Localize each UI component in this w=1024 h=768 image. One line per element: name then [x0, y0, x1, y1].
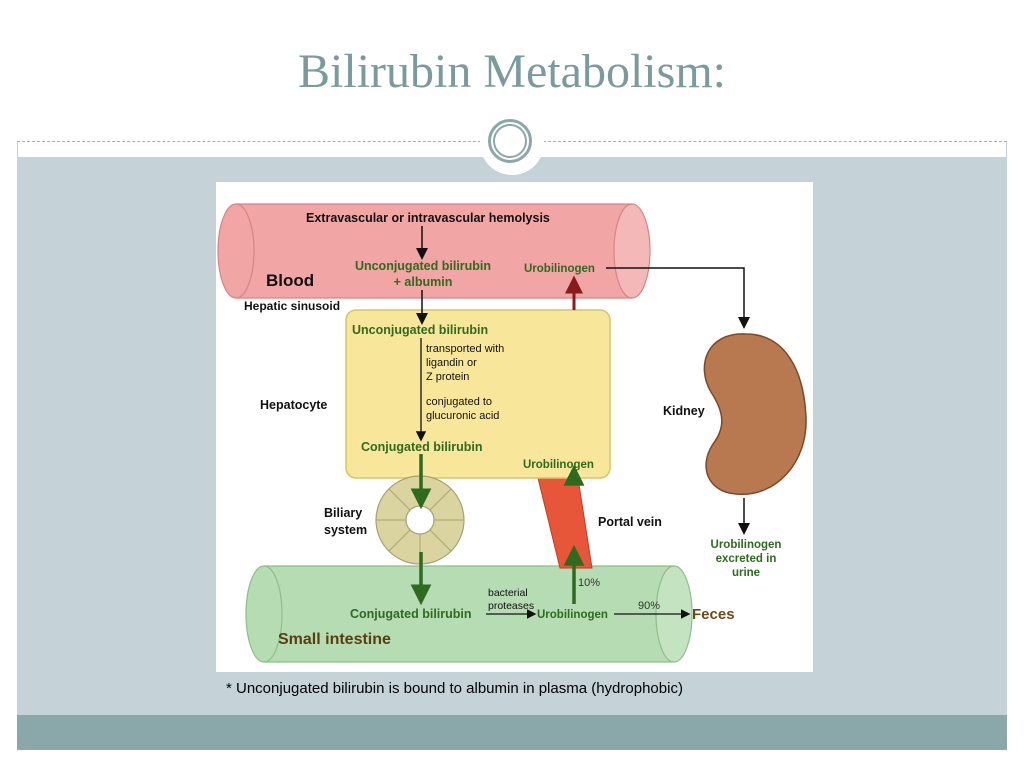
label-biliary-1: Biliary — [324, 506, 362, 520]
label-portal-vein: Portal vein — [598, 515, 662, 529]
label-urine-1: Urobilinogen — [711, 539, 782, 551]
slide-title: Bilirubin Metabolism: — [298, 45, 726, 98]
label-hepatocyte: Hepatocyte — [260, 398, 327, 412]
label-hemolysis: Extravascular or intravascular hemolysis — [306, 211, 550, 225]
label-feces: Feces — [692, 606, 735, 623]
small-intestine — [245, 565, 693, 663]
label-transport-1: transported with — [426, 343, 504, 355]
bilirubin-diagram: Extravascular or intravascular hemolysis… — [216, 182, 813, 672]
label-conj-note-1: conjugated to — [426, 396, 492, 408]
slide-caption: * Unconjugated bilirubin is bound to alb… — [226, 680, 683, 697]
label-unconj-albumin-1: Unconjugated bilirubin — [355, 259, 491, 273]
label-urobilinogen-blood: Urobilinogen — [524, 263, 595, 275]
biliary-system-icon — [375, 475, 465, 565]
label-ninety-percent: 90% — [638, 600, 660, 612]
diagram-svg: Extravascular or intravascular hemolysis… — [217, 203, 807, 663]
label-urobilinogen-hepatocyte: Urobilinogen — [523, 459, 594, 471]
label-bacterial-1: bacterial — [488, 587, 528, 599]
hepatocyte-box — [345, 309, 611, 479]
label-bacterial-2: proteases — [488, 600, 534, 612]
label-conj-note-2: glucuronic acid — [426, 410, 499, 422]
label-kidney: Kidney — [663, 404, 705, 418]
portal-vein — [537, 477, 593, 569]
label-urobilinogen-intestine: Urobilinogen — [537, 609, 608, 621]
label-urine-3: urine — [732, 567, 760, 579]
footer-band — [17, 715, 1007, 750]
label-hepatic-sinusoid: Hepatic sinusoid — [244, 299, 340, 313]
blood-vessel — [217, 203, 651, 299]
label-conj-hepatocyte: Conjugated bilirubin — [361, 440, 483, 454]
label-transport-2: ligandin or — [426, 357, 477, 369]
label-biliary-2: system — [324, 523, 367, 537]
label-conj-intestine: Conjugated bilirubin — [350, 607, 472, 621]
label-ten-percent: 10% — [578, 577, 600, 589]
label-blood: Blood — [266, 271, 314, 290]
label-small-intestine: Small intestine — [278, 631, 391, 648]
kidney-icon — [703, 333, 807, 495]
label-transport-3: Z protein — [426, 371, 469, 383]
label-unconj-albumin-2: + albumin — [394, 275, 453, 289]
arrow-to-kidney — [606, 267, 750, 329]
label-urine-2: excreted in — [716, 553, 777, 565]
label-unconj-hepatocyte: Unconjugated bilirubin — [352, 323, 488, 337]
ornament-ring-inner — [493, 124, 527, 158]
